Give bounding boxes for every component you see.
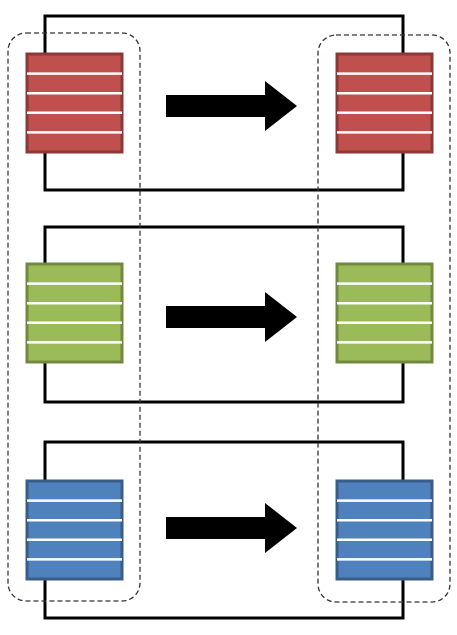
group-arrows (166, 81, 297, 553)
block-green-left (25, 262, 124, 364)
dashed-groups (7, 32, 451, 603)
block-body (335, 479, 434, 581)
block-blue-left (25, 479, 124, 581)
right-arrow-icon (166, 81, 297, 131)
dashed-group-left (7, 32, 141, 602)
block-body (25, 262, 124, 364)
block-body (335, 262, 434, 364)
block-body (25, 479, 124, 581)
block-red-right (335, 52, 434, 154)
right-arrow-icon (166, 503, 297, 553)
block-red-left (25, 52, 124, 154)
block-green-right (335, 262, 434, 364)
group-blocks (25, 52, 434, 581)
block-body (335, 52, 434, 154)
block-body (25, 52, 124, 154)
dashed-group-right (317, 34, 451, 603)
right-arrow-icon (166, 292, 297, 342)
block-blue-right (335, 479, 434, 581)
